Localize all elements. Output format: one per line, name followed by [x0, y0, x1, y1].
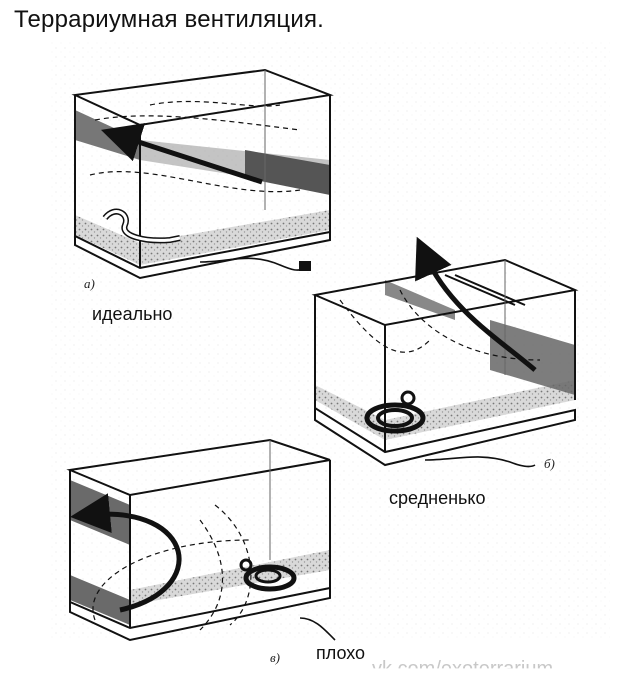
- panel-a-caption: идеально: [92, 304, 172, 325]
- plug-a: [300, 262, 310, 270]
- panel-a-label: а): [84, 276, 95, 292]
- panel-b-caption: средненько: [389, 488, 486, 509]
- panel-b-label: б): [544, 456, 555, 472]
- panel-c-label: в): [270, 650, 280, 666]
- panel-c-caption: плохо: [316, 643, 365, 664]
